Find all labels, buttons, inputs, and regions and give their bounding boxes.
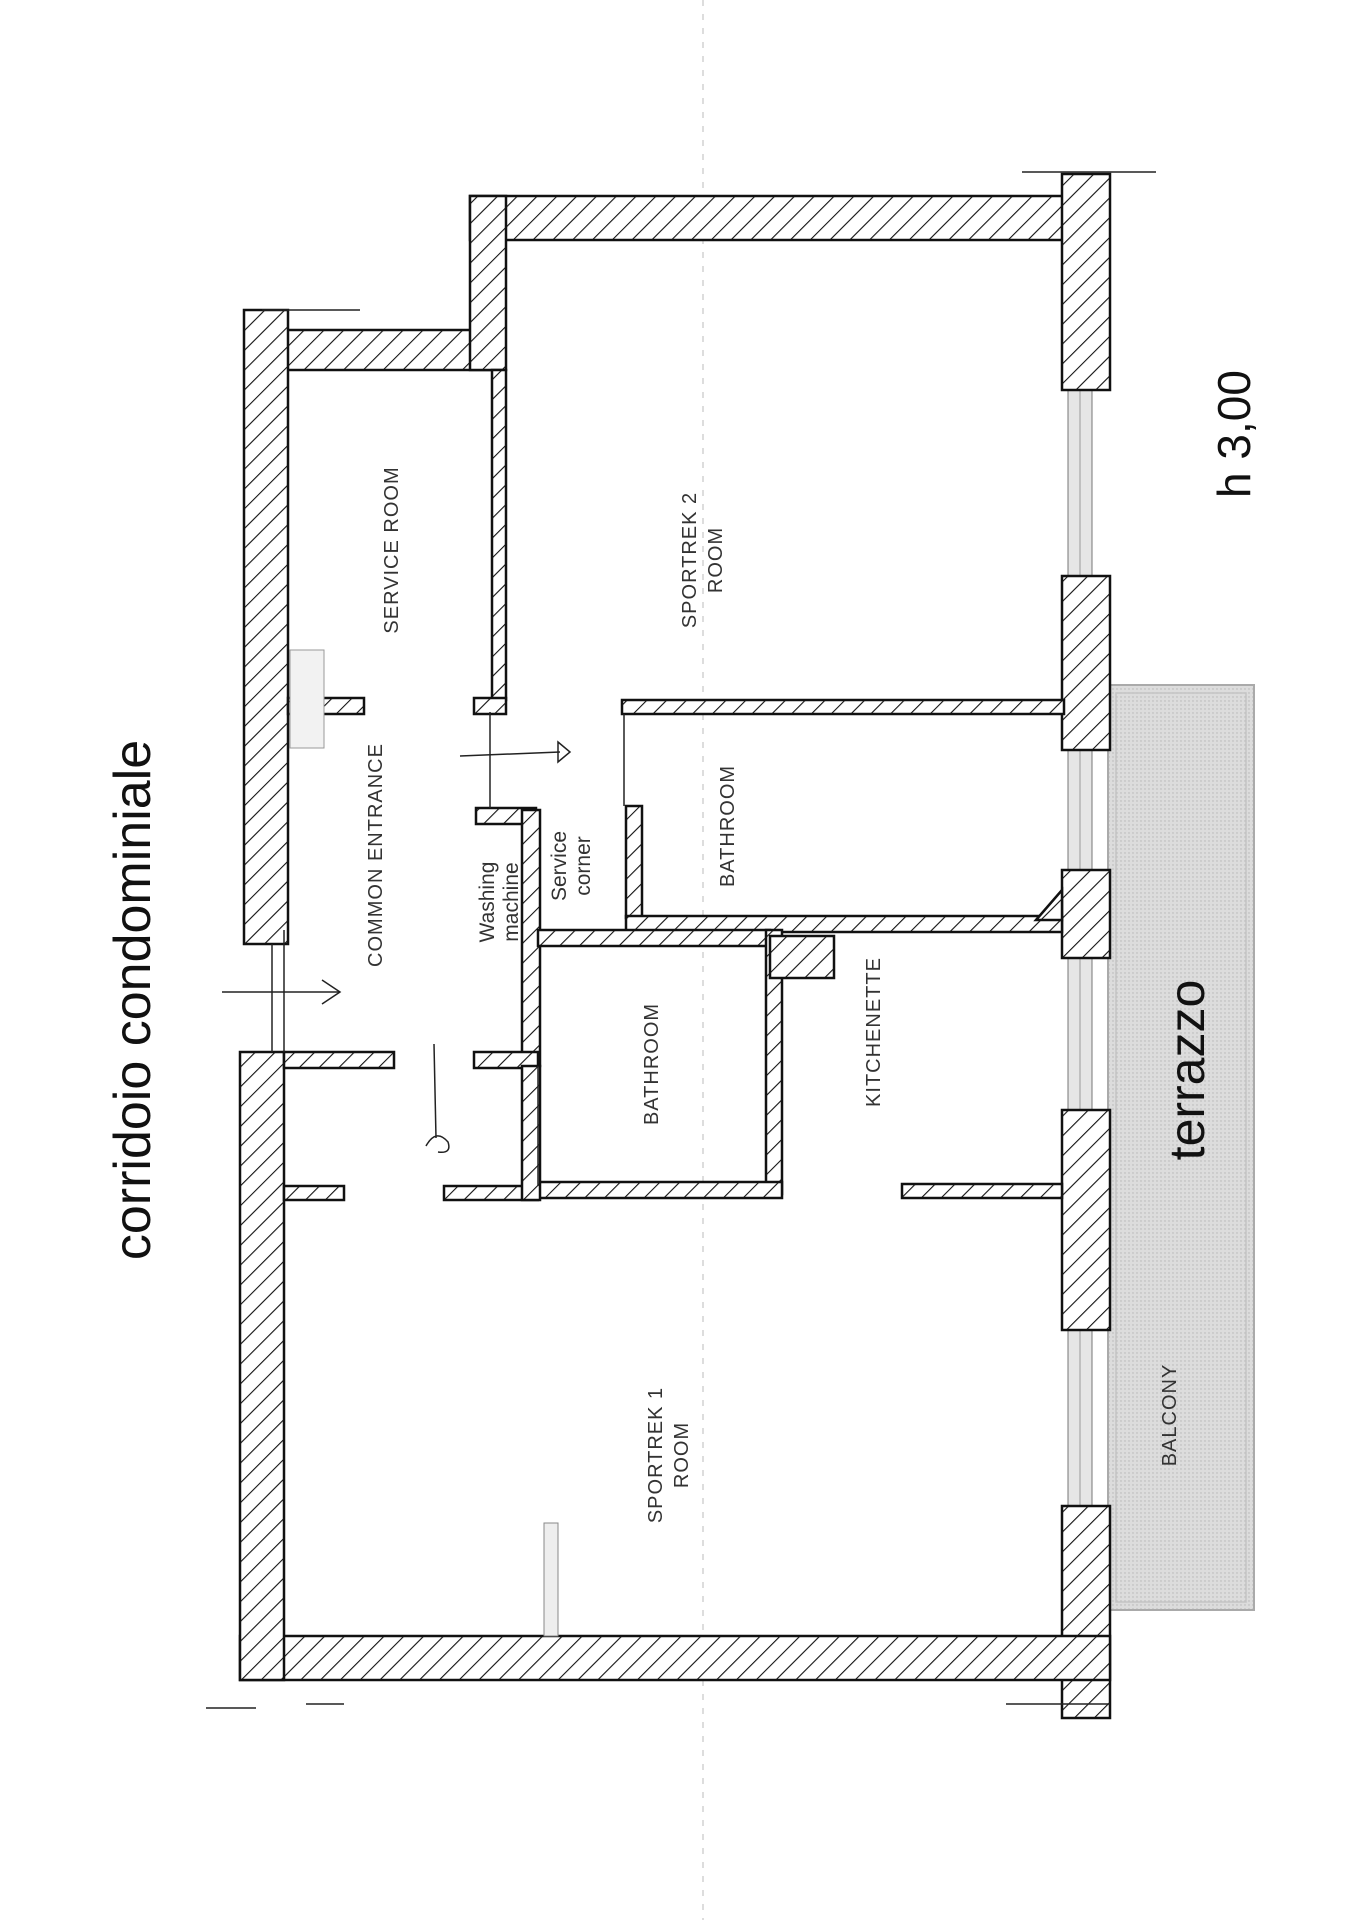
- label-washing-line1: Washing: [476, 862, 499, 943]
- label-service-corner-line1: Service: [548, 831, 571, 901]
- label-bathroom-b: BATHROOM: [641, 1003, 663, 1125]
- label-sportrek1-line2: ROOM: [671, 1422, 693, 1488]
- label-sportrek1-line1: SPORTREK 1: [645, 1387, 667, 1523]
- windows: [1067, 389, 1093, 1507]
- terrace-inner-border: [1115, 692, 1247, 1603]
- terrace-area: [1107, 684, 1255, 1611]
- label-corridor: corridoio condominiale: [104, 740, 162, 1260]
- exterior-walls: [238, 172, 1112, 1720]
- label-common-entrance: COMMON ENTRANCE: [365, 743, 387, 967]
- label-service-room: SERVICE ROOM: [381, 466, 403, 633]
- label-balcony: BALCONY: [1159, 1364, 1181, 1467]
- label-washing-line2: machine: [500, 862, 523, 941]
- label-sportrek2-line2: ROOM: [705, 527, 727, 593]
- label-sportrek2-line1: SPORTREK 2: [679, 492, 701, 628]
- interior-walls: [282, 368, 1066, 1202]
- door-details: [206, 171, 1156, 1709]
- label-service-corner-line2: corner: [572, 836, 595, 896]
- label-height: h 3,00: [1208, 370, 1260, 498]
- label-terrace: terrazzo: [1159, 980, 1215, 1161]
- label-kitchenette: KITCHENETTE: [863, 957, 885, 1107]
- label-bathroom-a: BATHROOM: [717, 765, 739, 887]
